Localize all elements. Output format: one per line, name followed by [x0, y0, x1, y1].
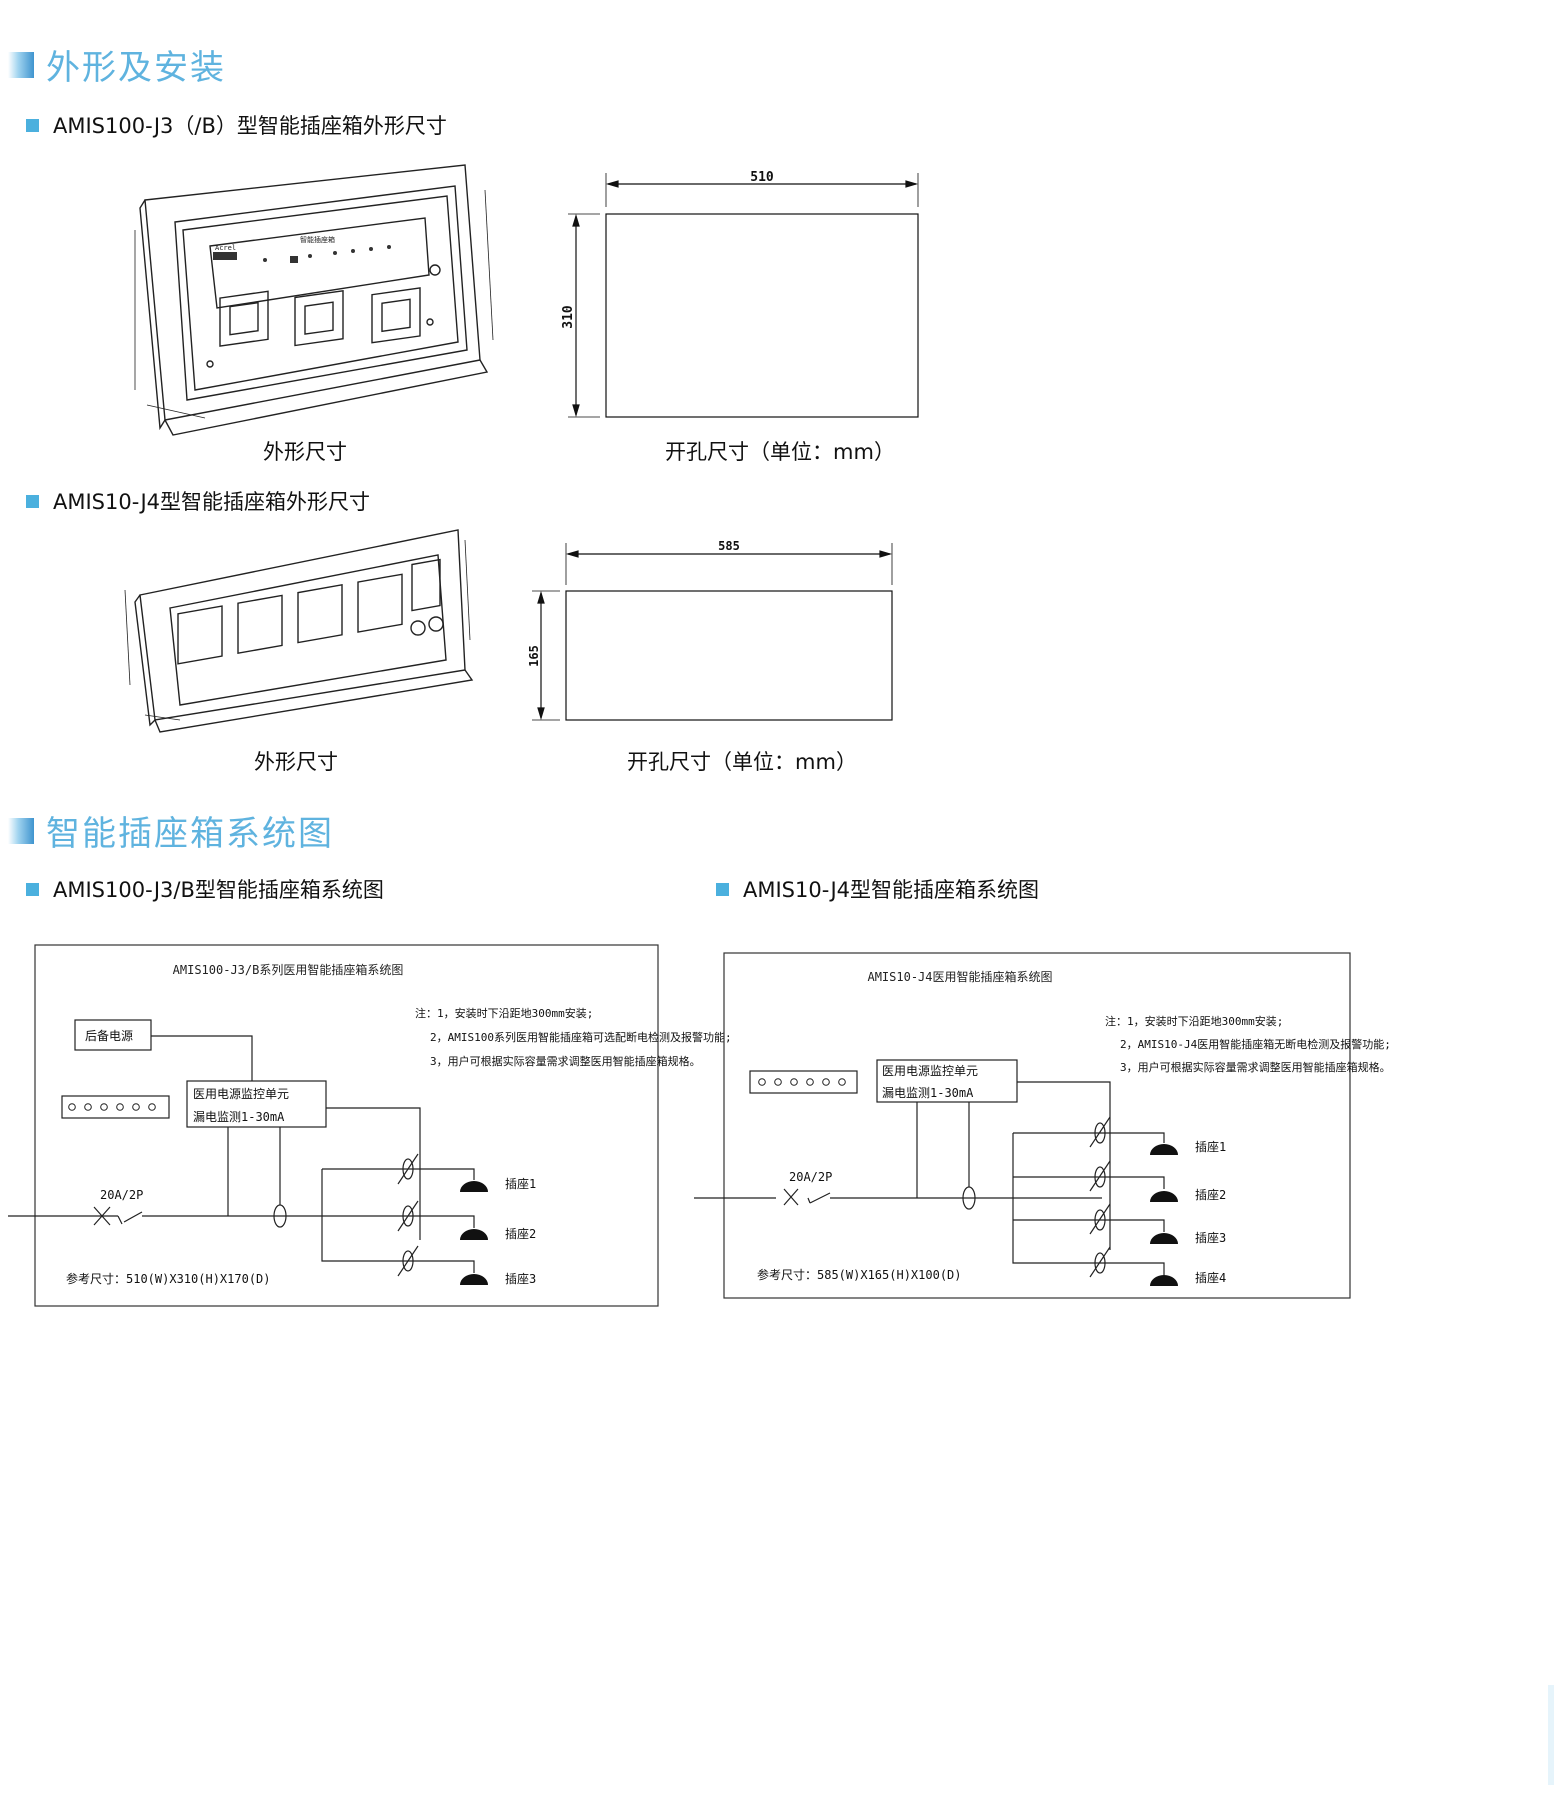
subtitle-text: AMIS100-J3/B型智能插座箱系统图 — [53, 878, 384, 902]
subtitle-j3-dimensions: AMIS100-J3（/B）型智能插座箱外形尺寸 — [26, 110, 447, 140]
j4-outlet-4: 插座4 — [1195, 1270, 1226, 1285]
j3-brand-logo: Acrel — [215, 244, 236, 252]
j4-unit-line1: 医用电源监控单元 — [882, 1064, 978, 1078]
subtitle-j4-dimensions: AMIS10-J4型智能插座箱外形尺寸 — [26, 486, 370, 516]
j3-caption-cutout: 开孔尺寸（单位：mm） — [665, 440, 895, 464]
j3-panel-label: 智能插座箱 — [300, 235, 335, 244]
subtitle-text: AMIS10-J4型智能插座箱系统图 — [743, 878, 1040, 902]
section-title-install: 外形及安装 — [8, 40, 226, 89]
j3-cutout-width: 510 — [750, 170, 774, 185]
j4-breaker-label: 20A/2P — [789, 1170, 832, 1184]
j4-outlet-3: 插座3 — [1195, 1230, 1226, 1245]
page-edge-accent — [1548, 1685, 1554, 1785]
square-bullet-icon — [26, 494, 39, 508]
j4-note-1: 注：1，安装时下沿距地300mm安装; — [1105, 1014, 1283, 1028]
j3-cutout-height: 310 — [561, 305, 576, 329]
subtitle-j3-system: AMIS100-J3/B型智能插座箱系统图 — [26, 874, 384, 904]
subtitle-text: AMIS10-J4型智能插座箱外形尺寸 — [53, 490, 371, 514]
section-title-system: 智能插座箱系统图 — [8, 806, 334, 855]
j4-system-diagram: AMIS10-J4医用智能插座箱系统图 注：1，安装时下沿距地300mm安装; … — [694, 952, 1391, 1299]
j4-cutout-width: 585 — [718, 539, 740, 553]
section-marker-icon — [8, 817, 34, 844]
j4-note-3: 3，用户可根据实际容量需求调整医用智能插座箱规格。 — [1120, 1060, 1391, 1074]
j3-unit-line1: 医用电源监控单元 — [193, 1087, 289, 1101]
j3-backup-power: 后备电源 — [85, 1029, 133, 1043]
j4-cutout-height: 165 — [527, 645, 541, 667]
square-bullet-icon — [26, 882, 39, 896]
section-title-text: 外形及安装 — [46, 48, 226, 88]
j4-caption-outline: 外形尺寸 — [254, 750, 338, 774]
j4-unit-line2: 漏电监测1-30mA — [882, 1086, 974, 1100]
j4-note-2: 2，AMIS10-J4医用智能插座箱无断电检测及报警功能; — [1120, 1037, 1391, 1051]
j3-outlet-1: 插座1 — [505, 1176, 536, 1191]
j3-unit-line2: 漏电监测1-30mA — [193, 1110, 285, 1124]
j3-note-1: 注：1，安装时下沿距地300mm安装; — [415, 1006, 593, 1020]
j3-breaker-label: 20A/2P — [100, 1188, 143, 1202]
j4-caption-cutout: 开孔尺寸（单位：mm） — [627, 750, 857, 774]
j3-sys-title: AMIS100-J3/B系列医用智能插座箱系统图 — [173, 962, 404, 977]
j3-note-2: 2，AMIS100系列医用智能插座箱可选配断电检测及报警功能; — [430, 1030, 732, 1044]
section-title-text: 智能插座箱系统图 — [46, 814, 334, 854]
subtitle-text: AMIS100-J3（/B）型智能插座箱外形尺寸 — [53, 114, 447, 138]
j3-ref-size: 参考尺寸：510(W)X310(H)X170(D) — [66, 1271, 271, 1286]
j3-outline-drawing: 智能插座箱 Acrel — [134, 164, 494, 436]
j3-outlet-2: 插座2 — [505, 1226, 536, 1241]
square-bullet-icon — [26, 118, 39, 132]
j4-outlet-1: 插座1 — [1195, 1139, 1226, 1154]
section-marker-icon — [8, 51, 34, 78]
j4-outline-drawing — [124, 529, 474, 733]
j3-cutout-drawing: 510 310 — [561, 170, 919, 418]
j3-note-3: 3，用户可根据实际容量需求调整医用智能插座箱规格。 — [430, 1054, 701, 1068]
j3-caption-outline: 外形尺寸 — [263, 440, 347, 464]
j4-sys-title: AMIS10-J4医用智能插座箱系统图 — [867, 969, 1052, 984]
j3-system-diagram: AMIS100-J3/B系列医用智能插座箱系统图 注：1，安装时下沿距地300m… — [8, 944, 732, 1307]
subtitle-j4-system: AMIS10-J4型智能插座箱系统图 — [716, 874, 1039, 904]
j3-outlet-3: 插座3 — [505, 1271, 536, 1286]
j4-outlet-2: 插座2 — [1195, 1187, 1226, 1202]
j4-cutout-drawing: 585 165 — [527, 539, 893, 721]
square-bullet-icon — [716, 882, 729, 896]
j4-ref-size: 参考尺寸：585(W)X165(H)X100(D) — [757, 1267, 962, 1282]
